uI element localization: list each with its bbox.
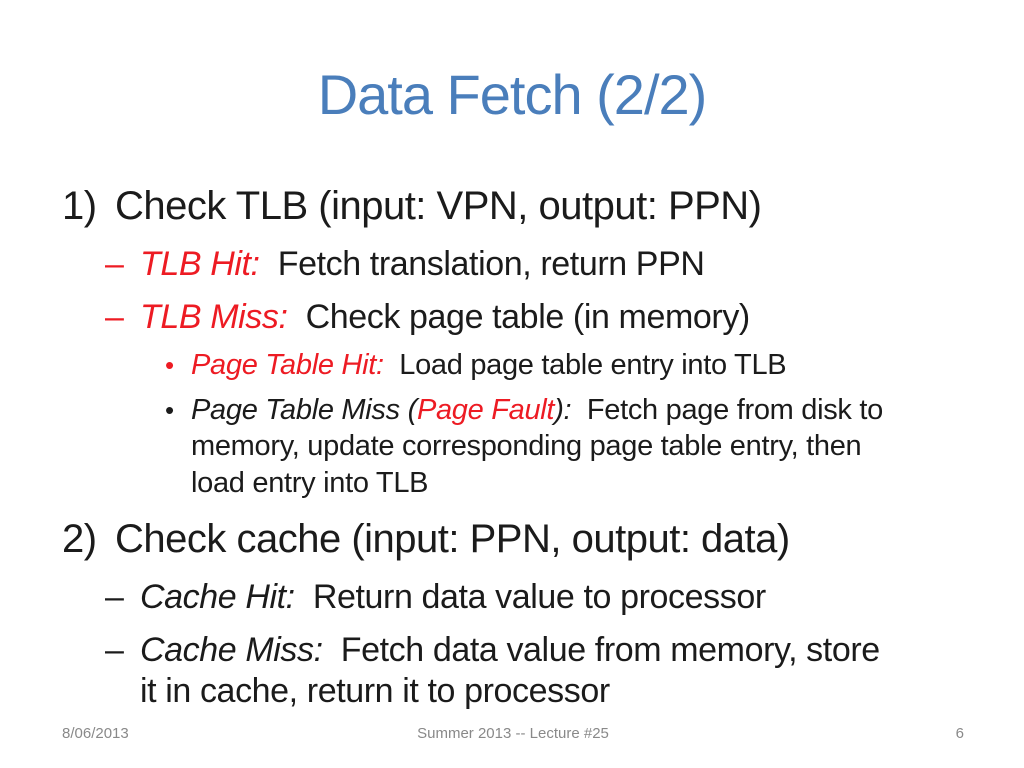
text-segment: Fetch data value from memory, store xyxy=(322,631,880,670)
text-segment: Check page table (in memory) xyxy=(287,298,751,337)
text-segment: Check TLB (input: VPN, output: PPN) xyxy=(115,184,762,228)
list-item-tlb-hit: – TLB Hit: Fetch translation, return PPN xyxy=(62,244,988,284)
text-segment: memory, update corresponding page table … xyxy=(191,430,862,463)
number-marker: 2) xyxy=(62,517,97,562)
dash-marker: – xyxy=(105,298,124,337)
text-segment: TLB Miss: xyxy=(140,298,288,337)
text-segment: TLB Hit: xyxy=(140,245,260,283)
text-segment: it in cache, return it to processor xyxy=(140,671,610,710)
footer-date: 8/06/2013 xyxy=(62,725,129,742)
text-segment: Check cache (input: PPN, output: data) xyxy=(115,517,790,562)
list-item-tlb-miss: – TLB Miss: Check page table (in memory) xyxy=(62,297,988,337)
text-segment: Page Fault xyxy=(416,393,555,426)
text-segment: Return data value to processor xyxy=(294,578,766,617)
text-segment: Cache Miss: xyxy=(140,631,323,670)
text-segment: Page Table Hit: xyxy=(191,349,384,382)
dash-marker: – xyxy=(105,631,124,670)
list-item-cache-miss: – Cache Miss: Fetch data value from memo… xyxy=(62,630,988,710)
text-segment: Cache Hit: xyxy=(140,578,295,617)
slide-body: 1) Check TLB (input: VPN, output: PPN) –… xyxy=(62,182,988,711)
text-segment: Load page table entry into TLB xyxy=(383,349,787,382)
text-segment: Page Table Miss ( xyxy=(191,393,417,426)
text-segment: Fetch translation, return PPN xyxy=(259,245,705,283)
bullet-marker: • xyxy=(165,394,174,425)
slide-title: Data Fetch (2/2) xyxy=(317,63,708,126)
list-item-cache-hit: – Cache Hit: Return data value to proces… xyxy=(62,577,988,617)
bullet-marker: • xyxy=(165,350,174,381)
list-item-check-tlb: 1) Check TLB (input: VPN, output: PPN) xyxy=(62,182,988,230)
text-segment: Fetch page from disk to xyxy=(571,393,883,426)
footer-lecture-label: Summer 2013 -- Lecture #25 xyxy=(417,725,609,742)
text-segment: ): xyxy=(554,393,572,426)
list-item-page-table-hit: • Page Table Hit: Load page table entry … xyxy=(62,347,988,384)
number-marker: 1) xyxy=(62,184,97,228)
list-item-page-table-miss: • Page Table Miss (Page Fault): Fetch pa… xyxy=(62,392,988,502)
dash-marker: – xyxy=(105,578,124,617)
list-item-check-cache: 2) Check cache (input: PPN, output: data… xyxy=(62,515,988,563)
slide-footer: 8/06/2013 Summer 2013 -- Lecture #25 6 xyxy=(62,725,964,749)
dash-marker: – xyxy=(105,245,124,283)
text-segment: load entry into TLB xyxy=(191,466,429,499)
footer-page-number: 6 xyxy=(955,725,964,742)
